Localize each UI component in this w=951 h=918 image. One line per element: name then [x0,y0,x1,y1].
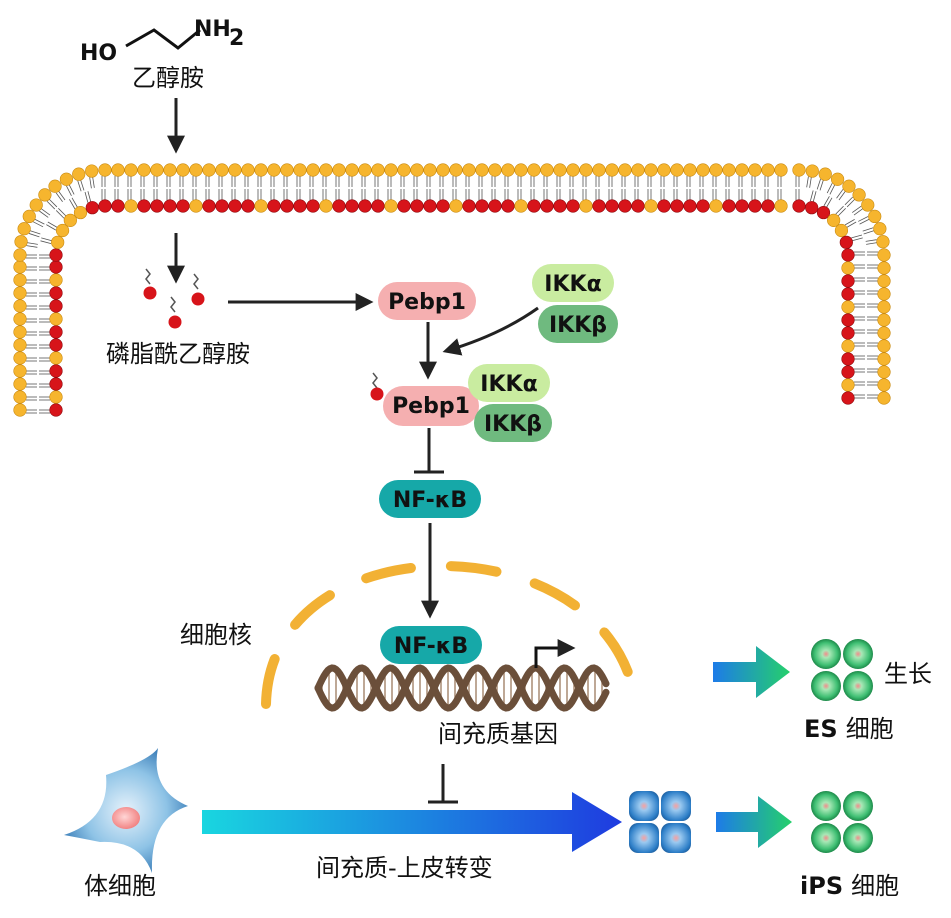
cell [629,823,659,853]
pebp1-pe-complex: Pebp1 IKKα IKKβ [370,364,552,442]
nucleus-envelope [261,561,641,709]
ho-label: HO [80,41,117,66]
pebp1-label: Pebp1 [388,290,466,315]
nfkb-node-nucleus: NF-κB [380,626,482,664]
arrow-ikk-to-pebp1 [442,306,539,356]
dna-helix [314,664,610,712]
pebp1-complex-label: Pebp1 [392,394,470,419]
es-cell-cluster [811,639,873,701]
met-arrow [202,792,622,852]
es-abbr: ES [804,715,838,743]
transcription-start-arrow [534,639,576,668]
intermediate-cell-cluster [629,791,691,853]
nfkb-label: NF-κB [393,488,467,513]
ips-cell-label: iPS 细胞 [800,872,899,900]
cell [811,639,841,669]
ikk-complex-upper: IKKα IKKβ [532,264,618,343]
ips-arrow [716,796,792,848]
cell [843,639,873,669]
nucleus-label: 细胞核 [180,621,252,649]
cell-membrane [13,163,891,417]
ikk-alpha-label: IKKα [544,272,601,297]
nh-subscript: 2 [229,26,244,51]
cell [661,823,691,853]
cell [661,791,691,821]
nfkb-nuclear-label: NF-κB [394,634,468,659]
cell [843,791,873,821]
pe-label: 磷脂酰乙醇胺 [106,340,250,368]
ethanolamine-label: 乙醇胺 [132,64,204,92]
somatic-cell [64,748,188,873]
ikk-beta-label: IKKβ [549,313,607,338]
cell [811,671,841,701]
growth-arrow [713,646,790,698]
growth-label: 生长 [884,660,932,688]
ips-abbr: iPS [800,872,843,900]
nfkb-node-cytoplasm: NF-κB [379,480,481,518]
nh-label: NH [194,17,231,42]
es-word: 细胞 [846,715,894,743]
cell [629,791,659,821]
somatic-cell-label: 体细胞 [84,872,156,900]
cell [843,671,873,701]
met-label: 间充质-上皮转变 [316,854,493,882]
pe-molecules [143,268,205,329]
ips-cell-cluster [811,791,873,853]
pebp1-node: Pebp1 [378,282,476,320]
ikk-alpha-complex-label: IKKα [480,372,537,397]
cell [811,791,841,821]
ethanolamine-structure: HO NH 2 乙醇胺 [80,17,244,92]
ethanolamine-bonds [125,28,201,50]
cell [843,823,873,853]
cell [811,823,841,853]
ikk-beta-complex-label: IKKβ [484,412,542,437]
mesenchymal-genes-label: 间充质基因 [438,720,558,748]
es-cell-label: ES 细胞 [804,715,894,743]
ips-word: 细胞 [851,872,899,900]
